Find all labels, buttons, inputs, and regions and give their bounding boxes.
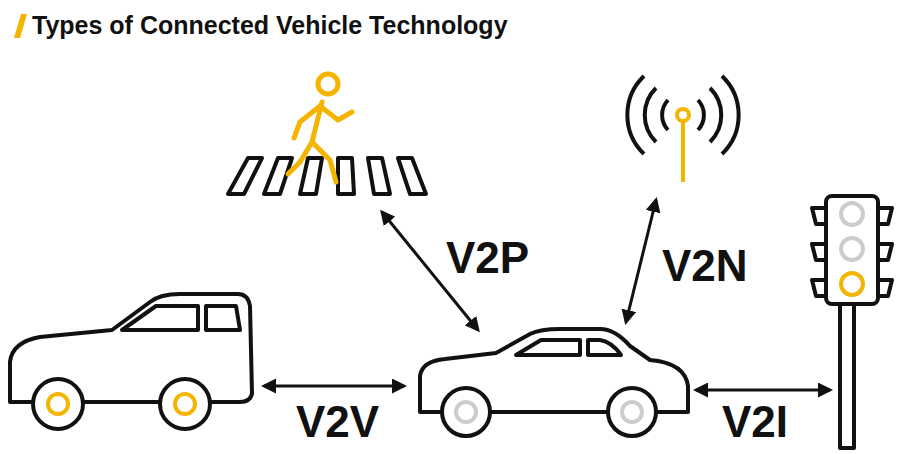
traffic-light-icon: [812, 196, 892, 448]
antenna-icon: [627, 76, 738, 182]
pedestrian-icon: [288, 74, 352, 182]
crosswalk: [228, 158, 426, 194]
connection-type-label: V2V: [296, 400, 379, 444]
sedan-icon: [420, 329, 688, 436]
connection-type-label: V2I: [722, 400, 788, 444]
diagram-title: Types of Connected Vehicle Technology: [32, 13, 508, 38]
connection-type-label: V2P: [446, 236, 529, 280]
title-slash: [14, 14, 27, 38]
suv-icon: [10, 294, 252, 429]
connection-type-label: V2N: [662, 244, 748, 288]
connection-arrow: [264, 200, 830, 390]
